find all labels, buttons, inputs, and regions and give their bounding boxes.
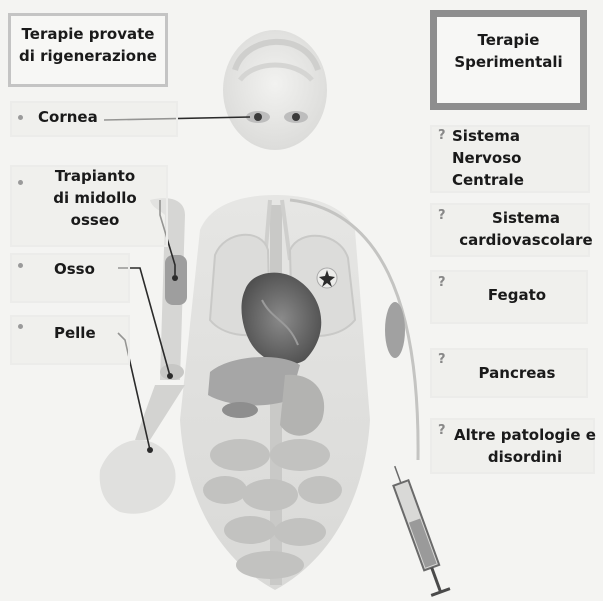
cornea-label: Cornea (38, 106, 98, 128)
fegato-label: Fegato (452, 284, 582, 306)
midollo-bullet (18, 180, 23, 185)
experimental-therapies-title: Terapie Sperimentali (437, 29, 580, 73)
pancreas-label: Pancreas (452, 362, 582, 384)
pancreas-shape (222, 402, 258, 418)
cardio-label: Sistema cardiovascolare (452, 207, 600, 251)
skin-shape (100, 440, 176, 514)
iv-bag-shape (385, 302, 405, 358)
experimental-therapies-title-box: Terapie Sperimentali (430, 10, 587, 110)
snc-label: Sistema Nervoso Centrale (452, 125, 524, 191)
snc-question-mark: ? (438, 128, 446, 143)
pelle-bullet (18, 324, 23, 329)
osso-bullet (18, 263, 23, 268)
osso-label: Osso (54, 258, 95, 280)
head-group (223, 30, 327, 150)
pelle-label: Pelle (54, 322, 96, 344)
cornea-bullet (18, 115, 23, 120)
proven-therapies-title: Terapie provate di rigenerazione (11, 23, 165, 67)
fegato-question-mark: ? (438, 275, 446, 290)
cardio-question-mark: ? (438, 208, 446, 223)
altre-label: Altre patologie e disordini (450, 424, 600, 468)
syringe-icon (385, 463, 450, 596)
midollo-label: Trapianto di midollo osseo (40, 165, 150, 231)
head-shape (223, 30, 327, 150)
proven-therapies-title-box: Terapie provate di rigenerazione (8, 13, 168, 87)
pancreas-question-mark: ? (438, 352, 446, 367)
altre-question-mark: ? (438, 423, 446, 438)
